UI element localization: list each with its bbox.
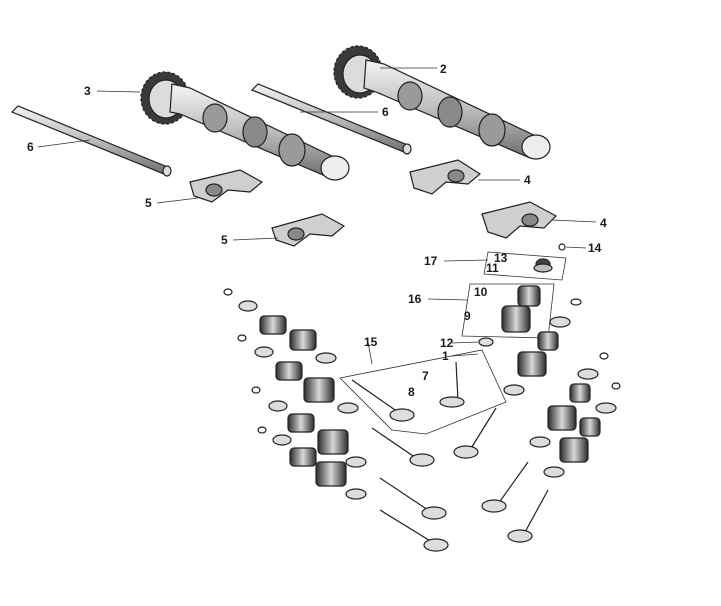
shaft-right: [250, 83, 412, 155]
callout-15: 15: [364, 335, 378, 349]
group-box-16: [461, 283, 555, 339]
clip-14: [558, 243, 566, 251]
callout-2: 2: [440, 62, 447, 76]
valve-left-2: [379, 477, 447, 520]
shaft-left: [10, 105, 172, 177]
rocker-arm-5b: [271, 213, 346, 247]
callout-4-lower: 4: [600, 216, 607, 230]
rocker-arm-4b: [481, 201, 557, 239]
spring-column-left-c: [251, 386, 367, 468]
callout-16: 16: [408, 292, 422, 306]
leader-lines: [37, 67, 597, 365]
callout-14: 14: [588, 241, 602, 255]
camshaft-right: [333, 45, 551, 160]
valve-right-2: [481, 461, 529, 513]
callout-10: 10: [474, 285, 488, 299]
callout-5-lower: 5: [221, 233, 228, 247]
group-box-17: [483, 251, 567, 281]
valve-left-1: [371, 427, 435, 467]
spring-column-left-a: [223, 288, 337, 364]
group-box-15: [339, 349, 507, 435]
rocker-arm-5a: [189, 169, 264, 203]
callout-13: 13: [494, 251, 508, 265]
callout-17: 17: [424, 254, 438, 268]
callout-6-left: 6: [27, 140, 34, 154]
callout-8: 8: [408, 385, 415, 399]
callout-3: 3: [84, 84, 91, 98]
washer-12: [478, 337, 494, 347]
callout-9: 9: [464, 309, 471, 323]
camshaft-left: [140, 71, 350, 181]
spring-column-right: [503, 298, 621, 478]
callout-6-right: 6: [382, 105, 389, 119]
callout-5-upper: 5: [145, 196, 152, 210]
spring-column-left-b: [237, 334, 359, 414]
spring-column-left-d: [257, 426, 367, 500]
rocker-arm-4a: [409, 159, 482, 195]
callout-12: 12: [440, 336, 454, 350]
valve-left-3: [379, 509, 449, 552]
callout-11: 11: [486, 261, 499, 275]
callout-labels: 3 2 6 6 4 4 5 5 14 13 17 11 10 16 9 12 1…: [27, 62, 607, 399]
callout-7: 7: [422, 369, 429, 383]
callout-4-upper: 4: [524, 173, 531, 187]
valve-right-3: [507, 489, 549, 543]
valve-right-1: [453, 407, 497, 459]
callout-1: 1: [442, 349, 449, 363]
